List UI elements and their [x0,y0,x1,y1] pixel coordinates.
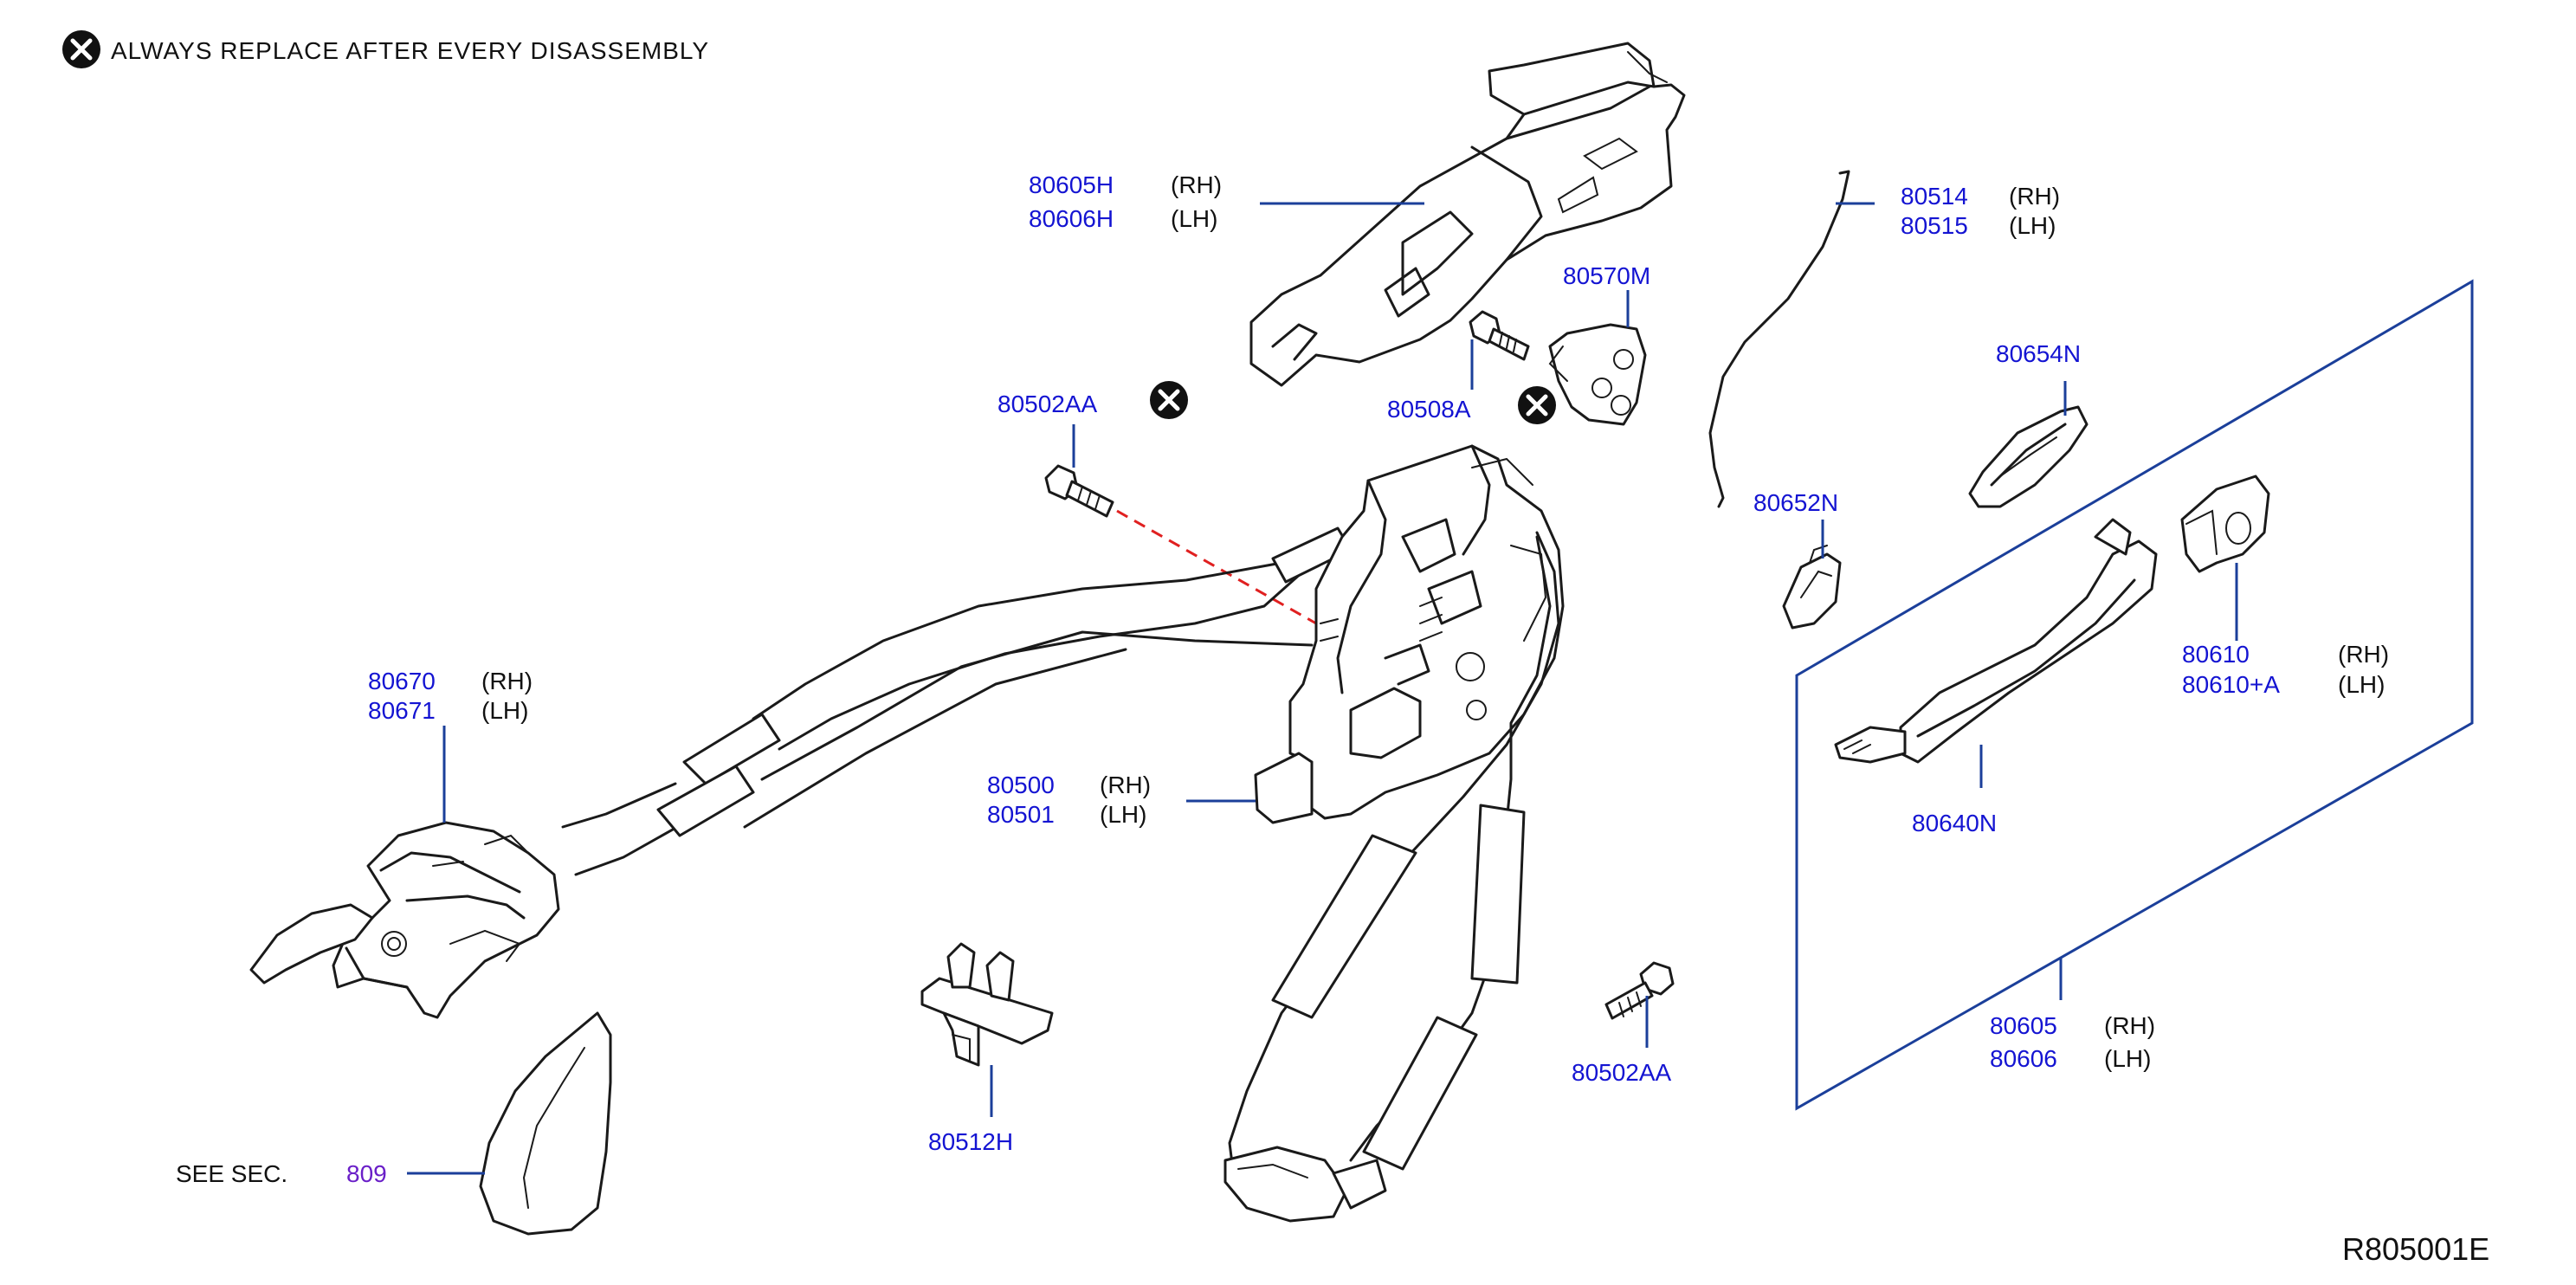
side-tag: (LH) [2009,212,2056,239]
label-80502AA-top: 80502AA [997,391,1098,417]
part-number: 80606 [1990,1045,2057,1072]
part-number: 80501 [987,801,1055,828]
inside-handle-drawing[interactable] [249,821,560,1019]
part-number: 80606H [1029,205,1114,232]
outside-handle-drawing[interactable] [1834,518,2158,764]
door-lock-actuator-drawing[interactable] [1254,444,1565,824]
bracket-plate-drawing[interactable] [1548,323,1647,426]
label-80605: 80605 80606 (RH) (LH) [1990,1012,2155,1072]
x-circle-icon [62,30,100,68]
x-circle-icon [1518,386,1556,424]
side-tag: (LH) [481,697,528,724]
label-80570M: 80570M [1563,262,1650,289]
see-sec-label: SEE SEC. [176,1160,287,1187]
side-tag: (LH) [1171,205,1217,232]
screw-bottom-drawing[interactable] [1604,961,1675,1020]
escutcheon-drawing[interactable] [1968,405,2089,508]
side-tag: (RH) [1100,772,1151,798]
leader-lines [407,202,2238,1175]
part-number: 80605 [1990,1012,2057,1039]
side-tag: (RH) [2009,183,2060,210]
label-80610: 80610 80610+A (RH) (LH) [2182,641,2389,698]
side-tag: (RH) [481,668,533,694]
label-80640N: 80640N [1912,810,1997,836]
side-tag: (RH) [2338,641,2389,668]
label-80502AA-bottom: 80502AA [1572,1059,1672,1086]
side-tag: (LH) [2104,1045,2151,1072]
x-circle-icon [1150,381,1188,419]
clip-drawing[interactable] [920,942,1054,1067]
small-cap-drawing[interactable] [1782,545,1842,630]
part-number: 80514 [1901,183,1968,210]
bolt-small-drawing[interactable] [1469,310,1530,361]
screw-top-drawing[interactable] [1044,464,1114,518]
part-number: 80671 [368,697,436,724]
cable-loop-drawing [1223,531,1560,1223]
side-tag: (LH) [1100,801,1146,828]
handle-assembly-box [1795,279,2474,1111]
side-tag: (RH) [1171,171,1222,198]
part-number: 80610+A [2182,671,2280,698]
part-number: 80500 [987,772,1055,798]
part-number: 80605H [1029,171,1114,198]
rod-drawing[interactable] [1708,170,1850,508]
key-cylinder-cap-drawing[interactable] [2180,475,2270,573]
part-number: 80515 [1901,212,1968,239]
label-80670: 80670 80671 (RH) (LH) [368,668,533,724]
see-section-reference: SEE SEC. 809 [176,1160,387,1187]
section-link[interactable]: 809 [346,1160,387,1187]
label-80605H: 80605H 80606H (RH) (LH) [1029,171,1222,232]
replace-note-text: ALWAYS REPLACE AFTER EVERY DISASSEMBLY [111,37,709,64]
screw-alignment-line [1116,509,1317,625]
label-80512H: 80512H [928,1128,1013,1155]
label-80654N: 80654N [1996,340,2081,367]
outside-handle-bracket-drawing[interactable] [1249,42,1686,387]
cables-drawing [561,526,1353,876]
trim-cover-drawing [479,1011,612,1236]
side-tag: (LH) [2338,671,2385,698]
label-80652N: 80652N [1753,489,1838,516]
label-80514: 80514 80515 (RH) (LH) [1901,183,2060,239]
side-tag: (RH) [2104,1012,2155,1039]
label-80508A: 80508A [1387,396,1471,423]
part-number: 80610 [2182,641,2250,668]
replace-note: ALWAYS REPLACE AFTER EVERY DISASSEMBLY [62,30,709,68]
part-number: 80670 [368,668,436,694]
diagram-code: R805001E [2342,1231,2489,1267]
label-80500: 80500 80501 (RH) (LH) [987,772,1151,828]
